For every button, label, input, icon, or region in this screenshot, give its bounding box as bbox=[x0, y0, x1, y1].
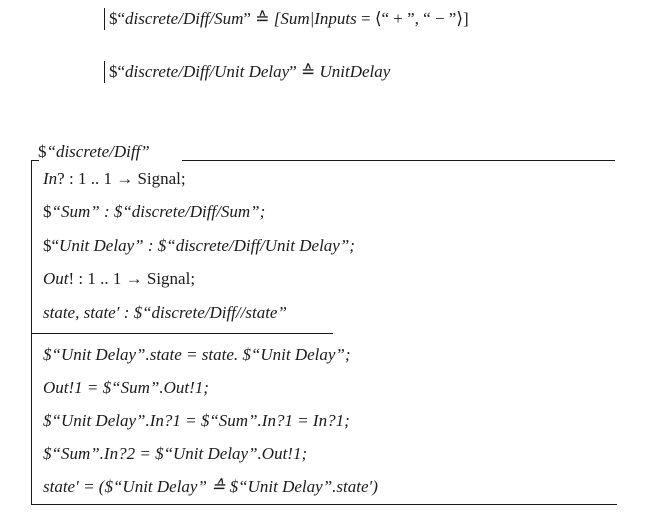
declaration-state: state, state′ : $“discrete/Diff//state” bbox=[43, 302, 287, 324]
abbrev-close: ” bbox=[243, 9, 251, 28]
decl-type: : $“discrete/Diff//state” bbox=[119, 303, 287, 322]
abbrev-prefix: $“ bbox=[109, 9, 126, 28]
decl-dollar: $ bbox=[43, 202, 52, 221]
predicate-line: $“Unit Delay”.state = state. $“Unit Dela… bbox=[43, 345, 351, 364]
decl-type: ! : 1 .. 1 → Signal; bbox=[68, 269, 196, 288]
abbrev-defeq: ≙ bbox=[250, 9, 274, 28]
schema-title: $“discrete/Diff” bbox=[38, 142, 150, 162]
schema-divider bbox=[31, 333, 333, 334]
abbrev-body-rest: = ⟨“ + ”, “ − ”⟩] bbox=[356, 9, 469, 28]
declaration-out: Out! : 1 .. 1 → Signal; bbox=[43, 268, 195, 290]
decl-ident: Unit Delay” bbox=[59, 236, 144, 255]
predicate-line: $“Sum”.In?2 = $“Unit Delay”.Out!1; bbox=[43, 444, 308, 463]
abbrev-name: discrete/Diff/Unit Delay bbox=[125, 62, 290, 81]
abbrev-body: UnitDelay bbox=[319, 62, 391, 81]
schema-bottom-rule bbox=[31, 504, 617, 505]
abbrev-body: [Sum|Inputs bbox=[273, 9, 357, 28]
decl-type: : $“discrete/Diff/Sum”; bbox=[99, 202, 266, 221]
abbrev-close: ” bbox=[289, 62, 297, 81]
decl-ident: In bbox=[43, 169, 58, 188]
abbreviation-sum: $“discrete/Diff/Sum” ≙ [Sum|Inputs = ⟨“ … bbox=[104, 8, 469, 30]
schema-left-rule bbox=[31, 160, 32, 504]
schema-title-name: “discrete/Diff” bbox=[46, 142, 150, 161]
abbreviation-unit-delay: $“discrete/Diff/Unit Delay” ≙ UnitDelay bbox=[104, 61, 390, 83]
schema-top-left-rule bbox=[31, 160, 39, 161]
declaration-unit-delay: $“Unit Delay” : $“discrete/Diff/Unit Del… bbox=[43, 235, 355, 257]
predicate-line: $“Unit Delay”.In?1 = $“Sum”.In?1 = In?1; bbox=[43, 411, 350, 430]
decl-ident: “Sum” bbox=[51, 202, 100, 221]
abbrev-defeq: ≙ bbox=[296, 62, 320, 81]
declaration-in: In? : 1 .. 1 → Signal; bbox=[43, 168, 186, 190]
decl-type: ? : 1 .. 1 → Signal; bbox=[57, 169, 186, 188]
decl-ident: state, state′ bbox=[43, 303, 120, 322]
decl-dollar: $“ bbox=[43, 236, 60, 255]
abbrev-name: discrete/Diff/Sum bbox=[125, 9, 244, 28]
decl-ident: Out bbox=[43, 269, 69, 288]
decl-type: : $“discrete/Diff/Unit Delay”; bbox=[143, 236, 355, 255]
schema-title-prefix: $ bbox=[38, 142, 47, 161]
predicate-line: state′ = ($“Unit Delay” ≙ $“Unit Delay”.… bbox=[43, 477, 378, 496]
abbrev-prefix: $“ bbox=[109, 62, 126, 81]
schema-top-rule bbox=[182, 160, 615, 161]
declaration-sum: $“Sum” : $“discrete/Diff/Sum”; bbox=[43, 201, 265, 223]
predicate-line: Out!1 = $“Sum”.Out!1; bbox=[43, 378, 209, 397]
